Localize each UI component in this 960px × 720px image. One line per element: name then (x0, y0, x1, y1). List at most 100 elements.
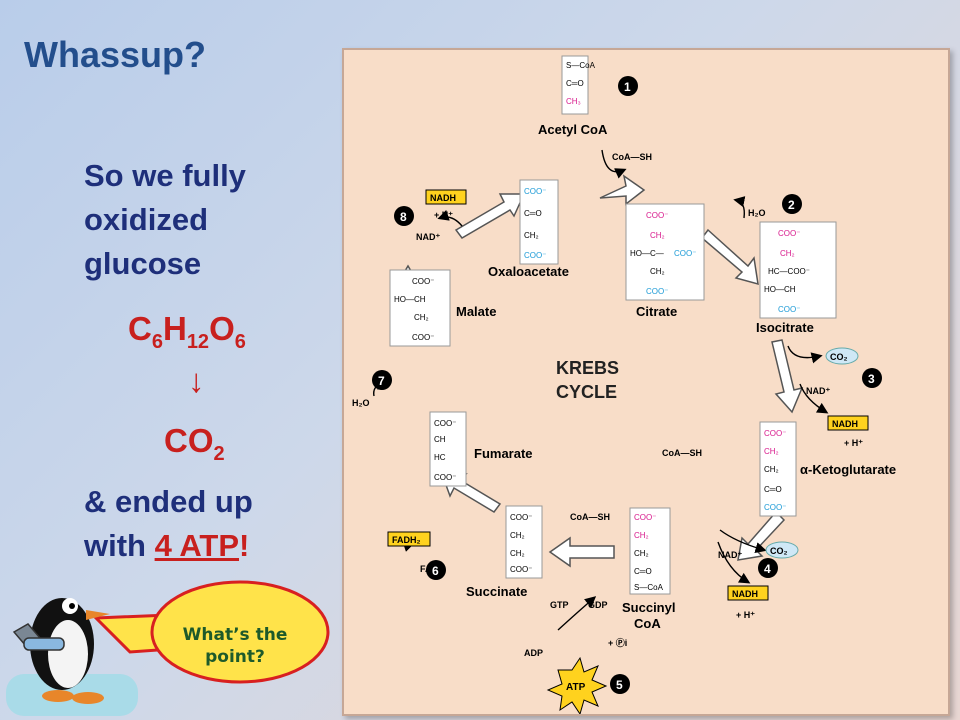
co2-formula: CO2 (164, 422, 225, 466)
svg-text:HC—COO⁻: HC—COO⁻ (768, 267, 810, 276)
svg-text:C═O: C═O (524, 209, 542, 218)
succinyl-structure (629, 507, 671, 595)
label-citrate: Citrate (636, 304, 677, 319)
step-6: 6 (432, 564, 439, 578)
svg-text:COO⁻: COO⁻ (674, 249, 696, 258)
label-ketoglutarate: α-Ketoglutarate (800, 462, 896, 477)
svg-text:CH: CH (434, 435, 446, 444)
nadh-text-3: NADH (832, 419, 858, 429)
krebs-diagram: S—CoA C═O CH₃ COO⁻ C═O CH₂ COO⁻ COO⁻ CH₂ HO—C— C… (352, 55, 896, 716)
label-pi: + Ⓟi (608, 637, 627, 648)
svg-text:S—CoA: S—CoA (566, 61, 596, 70)
cycle-arrow-5 (548, 536, 615, 568)
nadh-tag-8 (425, 189, 467, 205)
label-coash-4: CoA—SH (662, 448, 702, 458)
svg-text:HC: HC (434, 453, 446, 462)
formula-h-sub: 12 (186, 331, 210, 353)
oxaloacetate-structure (519, 179, 559, 265)
label-h-8: + H⁺ (434, 210, 453, 220)
label-acetyl-coa: Acetyl CoA (538, 122, 608, 137)
down-arrow: ↓ (188, 362, 205, 399)
svg-text:COO⁻: COO⁻ (778, 305, 800, 314)
label-adp: ADP (524, 648, 543, 658)
formula-product: CO (164, 422, 214, 459)
svg-text:CH₃: CH₃ (566, 97, 581, 106)
svg-text:COO⁻: COO⁻ (524, 187, 546, 196)
svg-text:COO⁻: COO⁻ (634, 513, 656, 522)
wrench-handle (23, 637, 65, 651)
svg-text:COO⁻: COO⁻ (412, 277, 434, 286)
outro-text: & ended up with 4 ATP! (84, 480, 253, 568)
label-gdp: GDP (588, 600, 608, 610)
penguin-beak (86, 610, 110, 620)
svg-text:C═O: C═O (566, 79, 584, 88)
label-isocitrate: Isocitrate (756, 320, 814, 335)
svg-text:CH₂: CH₂ (650, 231, 665, 240)
citrate-structure (625, 203, 705, 301)
nadh-text-8: NADH (430, 193, 456, 203)
rx-arrow-3b (799, 383, 829, 414)
rx-arrow-1 (601, 149, 627, 179)
rx-arrow-8 (437, 210, 463, 227)
acetyl-structure (561, 55, 589, 115)
cycle-arrow-3 (771, 339, 804, 414)
label-coash-1: CoA—SH (612, 152, 652, 162)
reaction-arrows (373, 149, 829, 631)
nadh-tag-3 (827, 415, 869, 431)
label-h-3: + H⁺ (844, 438, 863, 448)
svg-text:C═O: C═O (764, 485, 782, 494)
svg-text:CH₂: CH₂ (634, 531, 649, 540)
svg-text:COO⁻: COO⁻ (434, 473, 456, 482)
formula-c-sub: 6 (151, 331, 163, 353)
penguin-illustration (6, 580, 330, 716)
svg-text:CH₂: CH₂ (764, 447, 779, 456)
step-5: 5 (616, 678, 623, 692)
svg-text:HO—C—: HO—C— (630, 249, 664, 258)
svg-text:COO⁻: COO⁻ (778, 229, 800, 238)
svg-text:COO⁻: COO⁻ (646, 287, 668, 296)
nadh-tag-4 (727, 585, 769, 601)
svg-text:CH₂: CH₂ (650, 267, 665, 276)
label-succinyl-1: Succinyl (622, 600, 675, 615)
structure-boxes (389, 55, 837, 595)
cycle-arrow-8 (454, 193, 526, 239)
krebs-cycle-figure: S—CoA C═O CH₃ COO⁻ C═O CH₂ COO⁻ COO⁻ CH₂ HO—C— C… (342, 48, 950, 716)
step-3: 3 (868, 372, 875, 386)
cycle-arrow-1 (599, 174, 646, 206)
svg-text:CH₂: CH₂ (764, 465, 779, 474)
intro-line-1: So we fully (84, 158, 246, 193)
atp-highlight: 4 ATP (154, 528, 240, 563)
svg-text:S—CoA: S—CoA (634, 583, 664, 592)
bubble-line-2: point? (205, 647, 265, 667)
speech-bubble (150, 580, 330, 684)
step-1: 1 (624, 80, 631, 94)
step-8: 8 (400, 210, 407, 224)
rx-arrow-4b (717, 541, 751, 584)
co2-tag-4 (765, 541, 799, 559)
cofactor-tags: NADH NADH NADH FADH₂ CO₂ CO₂ (387, 189, 869, 601)
svg-text:COO⁻: COO⁻ (764, 503, 786, 512)
svg-text:CH₂: CH₂ (780, 249, 795, 258)
step-4: 4 (764, 562, 771, 576)
svg-text:COO⁻: COO⁻ (510, 565, 532, 574)
svg-text:CH₂: CH₂ (510, 531, 525, 540)
cycle-arrow-2 (700, 228, 759, 286)
step-markers: 1 2 3 4 5 6 7 8 (372, 76, 882, 694)
intro-line-2: oxidized (84, 202, 209, 237)
svg-text:HO—CH: HO—CH (764, 285, 796, 294)
label-nad-3: NAD⁺ (806, 386, 830, 396)
glucose-formula: C6H12O6 (128, 310, 246, 354)
formula-o: O (209, 310, 235, 347)
label-fumarate: Fumarate (474, 446, 533, 461)
intro-text: So we fully oxidized glucose (84, 154, 246, 286)
svg-text:CH₂: CH₂ (414, 313, 429, 322)
ketoglutarate-structure (759, 421, 797, 517)
fadh2-tag (387, 531, 431, 547)
label-coash-6: CoA—SH (570, 512, 610, 522)
rx-arrow-4a (719, 529, 767, 554)
svg-text:COO⁻: COO⁻ (524, 251, 546, 260)
label-h2o-2: H₂O (748, 208, 766, 218)
co2-text-4: CO₂ (770, 546, 788, 556)
outro-line-1: & ended up (84, 484, 253, 519)
rx-arrow-5 (557, 596, 597, 631)
